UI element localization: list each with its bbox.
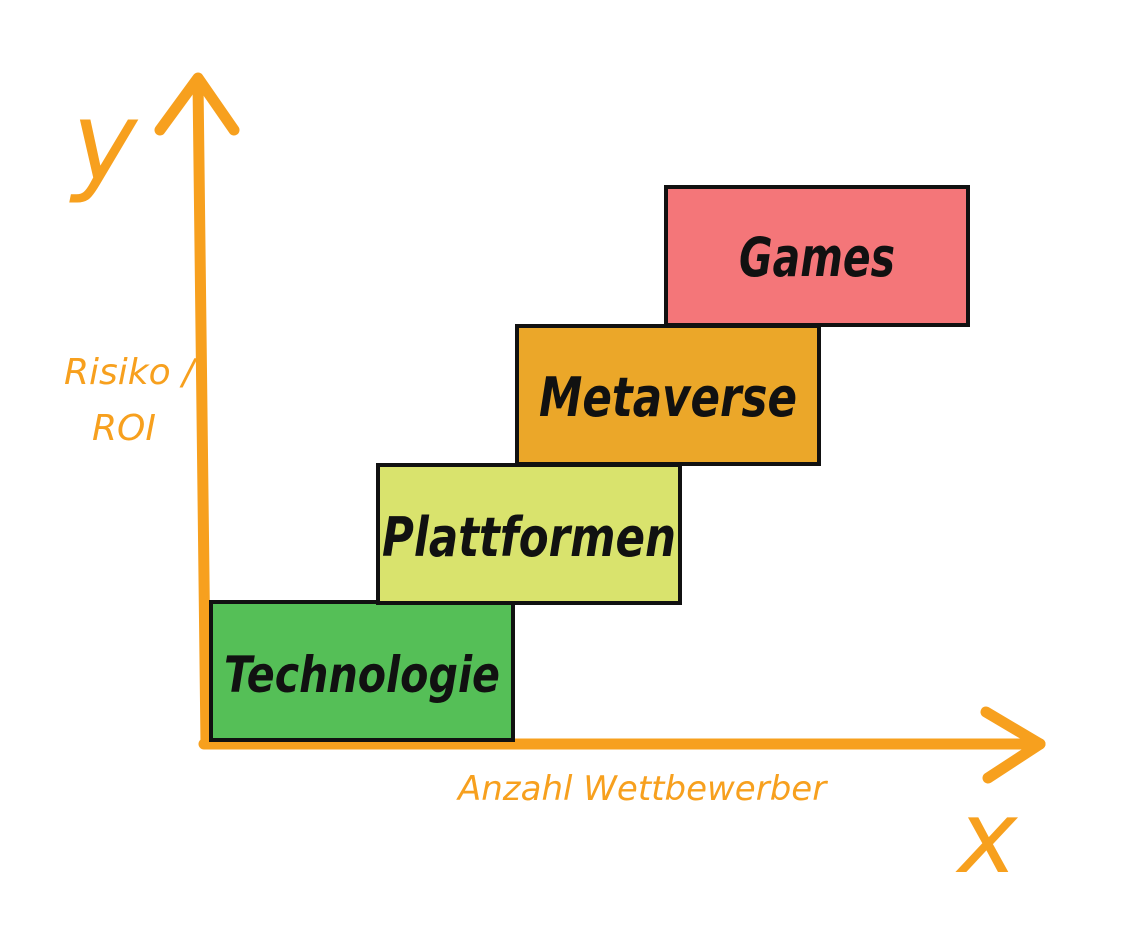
x-axis-arrowhead xyxy=(980,706,1046,784)
y-axis-line xyxy=(192,76,212,750)
y-axis-arrowhead xyxy=(154,72,240,136)
step-box-metaverse xyxy=(515,324,821,466)
y-axis-symbol: y xyxy=(69,78,139,206)
y-axis-label-line2: ROI xyxy=(92,408,156,449)
x-axis-symbol: x xyxy=(955,779,1019,896)
step-box-games xyxy=(664,185,970,327)
step-plattformen: Plattformen xyxy=(376,463,682,605)
step-metaverse: Metaverse xyxy=(515,324,821,466)
step-technologie: Technologie xyxy=(209,600,515,742)
y-axis-label-line1: Risiko / xyxy=(64,352,198,393)
step-label-metaverse: Metaverse xyxy=(539,366,797,429)
step-label-games: Games xyxy=(739,226,895,289)
x-axis-label: Anzahl Wettbewerber xyxy=(456,769,828,809)
step-box-technologie xyxy=(209,600,515,742)
step-label-technologie: Technologie xyxy=(224,646,500,704)
step-games: Games xyxy=(664,185,970,327)
step-label-plattformen: Plattformen xyxy=(382,506,676,569)
